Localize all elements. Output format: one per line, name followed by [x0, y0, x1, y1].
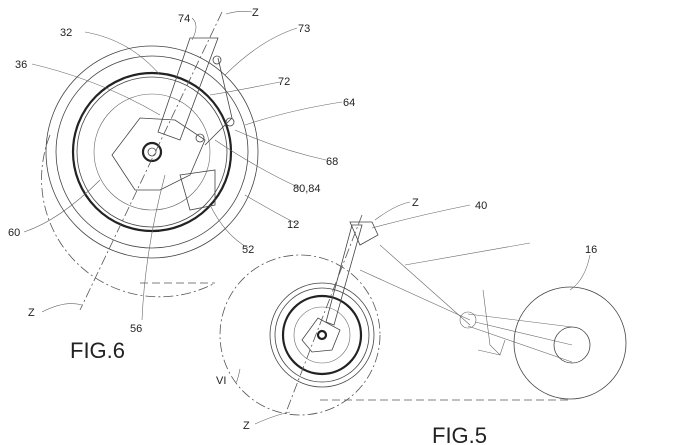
- leader-z5-top: [374, 201, 411, 221]
- fig5-linkage: [477, 289, 506, 356]
- label-vi: VI: [216, 375, 226, 387]
- leader-60: [23, 179, 101, 233]
- leader-68: [234, 129, 327, 161]
- fig5-drawing: Z 40 16 VI Z FIG.5: [216, 197, 627, 445]
- leader-40: [371, 204, 471, 229]
- fig5-brake-disc: [293, 306, 351, 364]
- leader-12: [244, 194, 298, 225]
- label-73: 73: [298, 23, 310, 35]
- label-z-top: Z: [252, 7, 259, 19]
- leader-36: [31, 63, 161, 116]
- leader-vi: [235, 368, 241, 383]
- fig6-dashed-outline: [41, 134, 216, 298]
- fig5-swingarm-bottom: [467, 325, 573, 363]
- fig5-swingarm-top: [467, 313, 573, 328]
- label-36: 36: [15, 59, 27, 71]
- leader-52: [209, 204, 249, 249]
- fig5-title: FIG.5: [432, 423, 487, 445]
- leader-32: [84, 31, 161, 76]
- fig6-tire-inner: [55, 55, 249, 249]
- label-12: 12: [287, 219, 299, 231]
- fig6-fork-tube: [157, 37, 219, 141]
- fig5-handlebar: [349, 221, 379, 246]
- fig6-pivot-mid: [225, 117, 235, 127]
- fig5-swingarm-pivot: [459, 311, 477, 329]
- fig6-pivot-top: [212, 55, 222, 65]
- leader-16: [569, 254, 591, 291]
- label-60: 60: [8, 227, 20, 239]
- label-80-84: 80,84: [293, 183, 321, 195]
- fig6-caliper: [179, 169, 216, 211]
- fig6-title: FIG.6: [70, 338, 125, 363]
- fig5-tire-outer: [269, 282, 375, 388]
- fig5-hub: [316, 329, 328, 341]
- fig6-brake-disc: [93, 93, 211, 211]
- label-32: 32: [60, 27, 72, 39]
- fig6-drawing: 74 Z 32 73 36 72 64 68 80,84 12 60 52 56…: [8, 7, 355, 363]
- fig6-rim: [71, 71, 233, 233]
- label-64: 64: [343, 97, 355, 109]
- fig6-link-arm: [204, 57, 233, 146]
- leader-z-top: [225, 11, 253, 15]
- fig6-hub-spider: [111, 117, 206, 191]
- label-z-bottom: Z: [28, 307, 35, 319]
- fig5-frame-line-1: [379, 244, 471, 326]
- leader-64: [244, 101, 343, 126]
- label-40: 40: [475, 200, 487, 212]
- fig5-rear-hub: [553, 326, 591, 364]
- leader-72: [209, 81, 281, 96]
- fig5-rear-wheel: [513, 286, 627, 400]
- label-52: 52: [242, 244, 254, 256]
- fig5-steering-axis: [284, 214, 363, 416]
- fig5-tire-inner: [274, 287, 370, 383]
- fig6-hub: [141, 141, 163, 163]
- fig5-fork: [325, 224, 363, 326]
- label-16: 16: [585, 244, 597, 256]
- fig5-swingarm-center: [474, 321, 573, 346]
- fig6-steering-axis: [79, 11, 223, 311]
- leader-73: [224, 27, 298, 76]
- fig6-rim-inner: [76, 76, 228, 228]
- fig5-dashed-outline: [219, 254, 381, 416]
- fig5-rim: [281, 294, 363, 376]
- label-74: 74: [178, 13, 190, 25]
- label-72: 72: [278, 76, 290, 88]
- leader-74: [191, 17, 197, 41]
- fig6-tire-outer: [45, 45, 259, 259]
- leader-80-84: [214, 139, 301, 189]
- label-fig5-z-bottom: Z: [243, 420, 250, 432]
- leader-z5-bottom: [254, 411, 291, 425]
- leader-z-bottom: [41, 303, 83, 313]
- fig5-frame-line-3: [404, 242, 531, 266]
- label-68: 68: [326, 156, 338, 168]
- fig6-pivot-low: [195, 133, 205, 143]
- label-fig5-z-top: Z: [412, 197, 419, 209]
- leader-56: [141, 174, 166, 321]
- fig6-axle: [147, 147, 157, 157]
- label-56: 56: [130, 323, 142, 335]
- fig5-frame-line-2: [359, 269, 471, 321]
